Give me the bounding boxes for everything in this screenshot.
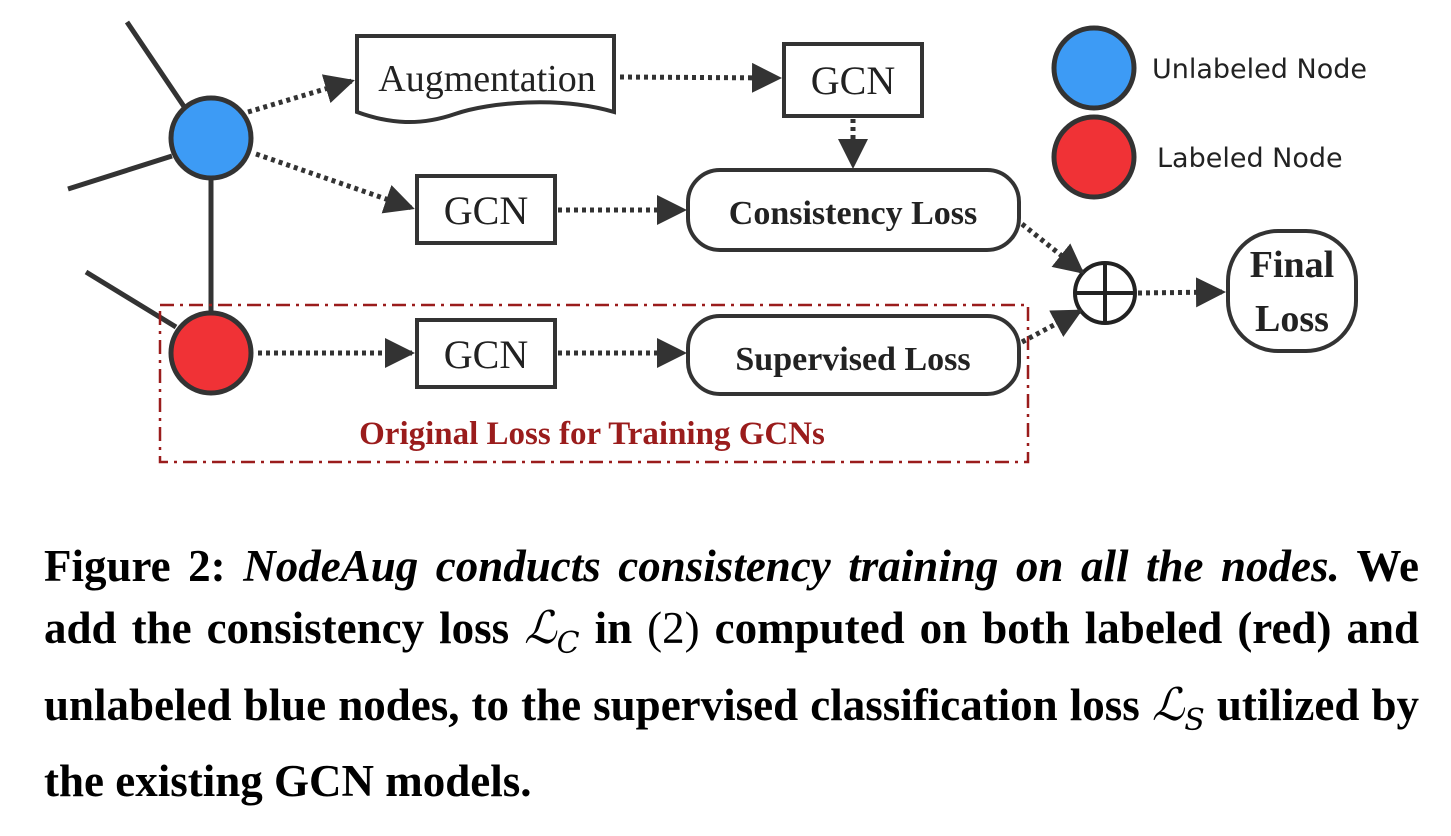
symbol-supervised-loss: ℒS xyxy=(1151,678,1205,738)
legend-unlabeled-label: Unlabeled Node xyxy=(1152,54,1367,85)
gcn-label-unlabeled: GCN xyxy=(444,188,528,233)
supervised-loss-label: Supervised Loss xyxy=(735,341,970,378)
consistency-loss-label: Consistency Loss xyxy=(729,195,977,232)
augmentation-label: Augmentation xyxy=(378,58,595,100)
arrow-unlabeled-to-gcn xyxy=(255,151,415,214)
gcn-label-labeled: GCN xyxy=(444,332,528,377)
legend-labeled-label: Labeled Node xyxy=(1157,143,1343,174)
symbol-consistency-loss: ℒC xyxy=(524,601,580,661)
consistency-loss-box xyxy=(686,168,1021,252)
legend-unlabeled-swatch xyxy=(1051,25,1137,111)
final-loss-line2: Loss xyxy=(1255,298,1329,340)
legend: Unlabeled Node Labeled Node xyxy=(1051,25,1367,200)
arrow-augmentation-to-gcn xyxy=(619,62,782,93)
final-loss-box xyxy=(1226,229,1358,353)
caption-text-2: in xyxy=(594,603,633,653)
supervised-loss-box xyxy=(686,314,1021,396)
gcn-box-labeled xyxy=(415,318,557,389)
arrow-sum-to-final xyxy=(1137,277,1226,308)
nodeaug-diagram: Original Loss for Training GCNs Augmenta… xyxy=(67,20,1367,464)
final-loss-line1: Final xyxy=(1250,244,1334,286)
unlabeled-node xyxy=(168,95,254,181)
sum-operator xyxy=(1073,261,1137,325)
caption-title: NodeAug conducts consistency training on… xyxy=(243,541,1340,591)
caption-text-4: utilized by the existing GCN models. xyxy=(44,680,1419,806)
equation-ref: (2) xyxy=(647,603,700,653)
arrow-consistency-to-sum xyxy=(1020,222,1085,274)
figure-label: Figure 2: xyxy=(44,541,226,591)
original-loss-box xyxy=(158,303,1030,464)
caption-text-3: computed on both labeled (red) and unlab… xyxy=(44,603,1420,730)
gcn-box-augmented xyxy=(782,42,924,118)
gcn-box-unlabeled xyxy=(415,174,557,245)
arrow-unlabeled-to-augmentation xyxy=(247,74,355,115)
legend-labeled-swatch xyxy=(1051,114,1137,200)
figure-caption: Figure 2: NodeAug conducts consistency t… xyxy=(44,536,1419,812)
flow-arrows xyxy=(247,62,1226,368)
gcn-label-augmented: GCN xyxy=(811,58,895,103)
augmentation-box xyxy=(355,34,616,125)
caption-text-1: We add the consistency loss xyxy=(44,541,1420,653)
original-loss-label: Original Loss for Training GCNs xyxy=(359,416,825,452)
arrow-supervised-to-sum xyxy=(1020,308,1083,345)
labeled-node xyxy=(168,310,254,396)
